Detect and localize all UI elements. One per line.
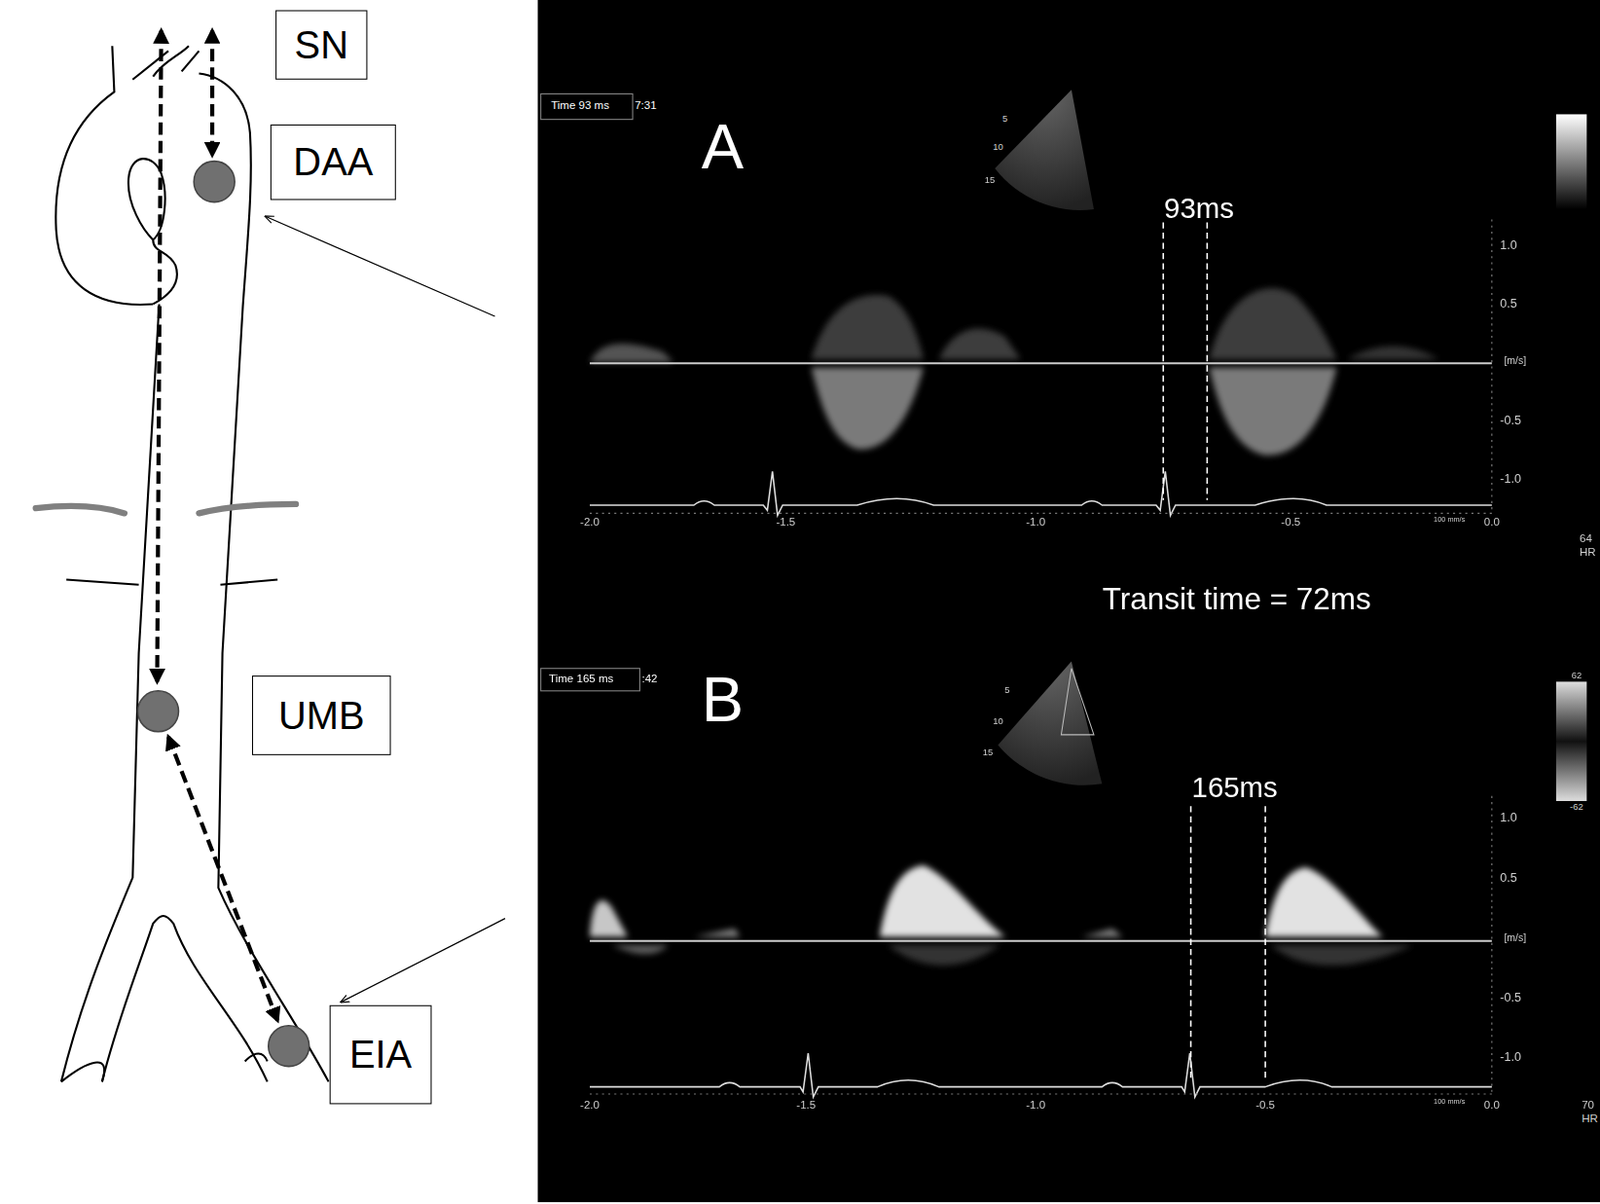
axis-tick: -0.5 [1280,514,1301,528]
axis-tick: -1.0 [1025,1097,1046,1111]
depth-mark: 10 [992,717,1004,728]
axis-tick: -1.0 [1499,472,1522,486]
scale-value: -62 [1569,802,1584,813]
axis-tick: -0.5 [1255,1097,1275,1111]
axis-tick: 1.0 [1499,811,1517,826]
axis-unit: [m/s] [1503,931,1527,944]
transit-time: Transit time = 72ms [1102,581,1372,617]
sweep-speed: 100 mm/s [1433,514,1465,523]
depth-mark: 10 [992,143,1004,153]
sweep-speed: 100 mm/s [1433,1097,1465,1106]
site-label: SN [294,23,349,68]
site-label: DAA [292,140,373,184]
site-label: UMB [278,692,365,737]
axis-unit: [m/s] [1503,355,1527,367]
axis-tick: -1.5 [796,1097,816,1111]
heart-rate: 64 [1579,531,1593,545]
heart-rate: 70 [1581,1097,1595,1111]
scale-value: 62 [1571,671,1583,682]
axis-tick: -2.0 [580,1097,600,1111]
site-label: EIA [349,1032,412,1077]
panel-letter: A [701,111,744,182]
clock-readout: :42 [641,672,657,686]
interval-label: 165ms [1192,772,1278,804]
axis-tick: -1.5 [775,514,796,528]
label-box: EIA [329,1005,433,1105]
axis-tick: -0.5 [1499,414,1522,429]
time-readout: Time 165 ms [548,672,614,686]
axis-tick: -1.0 [1499,1051,1522,1065]
axis-tick: 0.0 [1484,514,1500,528]
axis-tick: 0.5 [1499,871,1517,885]
clock-readout: 7:31 [634,99,656,112]
depth-mark: 15 [982,748,994,759]
depth-mark: 5 [1002,113,1008,124]
panel-letter: B [701,665,744,735]
heart-rate: HR [1581,1112,1599,1126]
axis-tick: 0.5 [1499,296,1517,311]
axis-tick: 1.0 [1499,238,1517,253]
axis-tick: -2.0 [580,514,600,528]
heart-rate: HR [1579,545,1597,559]
axis-tick: -1.0 [1025,514,1046,528]
depth-mark: 5 [1004,686,1010,696]
label-box: SN [275,9,367,79]
axis-tick: -0.5 [1499,990,1522,1005]
label-box: DAA [270,124,397,201]
depth-mark: 15 [984,175,996,185]
time-readout: Time 93 ms [550,99,610,112]
axis-tick: 0.0 [1484,1097,1500,1111]
label-box: UMB [252,675,392,756]
interval-label: 93ms [1163,193,1235,225]
